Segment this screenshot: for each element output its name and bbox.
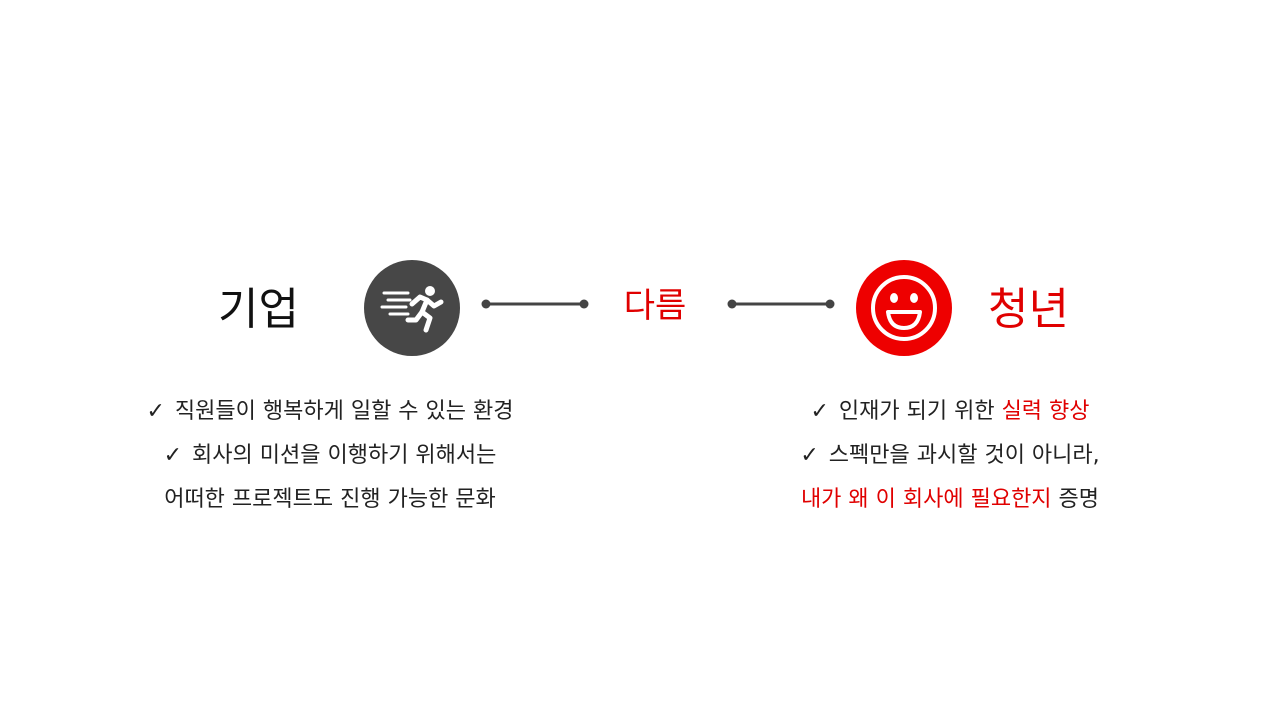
smiley-face-icon: [856, 260, 952, 356]
youth-title: 청년: [988, 284, 1069, 335]
bullet-highlight: 실력 향상: [1001, 399, 1090, 424]
bullet-text: 회사의 미션을 이행하기 위해서는: [192, 443, 497, 468]
youth-bullet-list: ✓ 인재가 되기 위한 실력 향상 ✓ 스펙만을 과시할 것이 아니라, 내가 왜 …: [760, 390, 1140, 522]
bullet-text: 직원들이 행복하게 일할 수 있는 환경: [174, 399, 514, 424]
bullet-text: 인재가 되기 위한: [838, 399, 1002, 424]
check-icon: ✓: [146, 399, 165, 424]
list-item: ✓ 스펙만을 과시할 것이 아니라,: [760, 434, 1140, 478]
list-item: 내가 왜 이 회사에 필요한지 증명: [760, 478, 1140, 522]
list-item: 어떠한 프로젝트도 진행 가능한 문화: [110, 478, 550, 522]
company-bullet-list: ✓ 직원들이 행복하게 일할 수 있는 환경 ✓ 회사의 미션을 이행하기 위해서는…: [110, 390, 550, 522]
right-connector-line: [726, 295, 836, 313]
check-icon: ✓: [800, 443, 819, 468]
list-item: ✓ 인재가 되기 위한 실력 향상: [760, 390, 1140, 434]
bullet-text: 어떠한 프로젝트도 진행 가능한 문화: [164, 487, 496, 512]
bullet-text: 스펙만을 과시할 것이 아니라,: [828, 443, 1100, 468]
bullet-text: 증명: [1051, 487, 1100, 512]
running-person-icon: [364, 260, 460, 356]
list-item: ✓ 회사의 미션을 이행하기 위해서는: [110, 434, 550, 478]
company-title: 기업: [218, 284, 299, 335]
left-connector-line: [480, 295, 590, 313]
check-icon: ✓: [163, 443, 183, 468]
difference-label: 다름: [623, 286, 687, 326]
bullet-highlight: 내가 왜 이 회사에 필요한지: [800, 487, 1052, 512]
check-icon: ✓: [810, 399, 829, 424]
list-item: ✓ 직원들이 행복하게 일할 수 있는 환경: [110, 390, 550, 434]
